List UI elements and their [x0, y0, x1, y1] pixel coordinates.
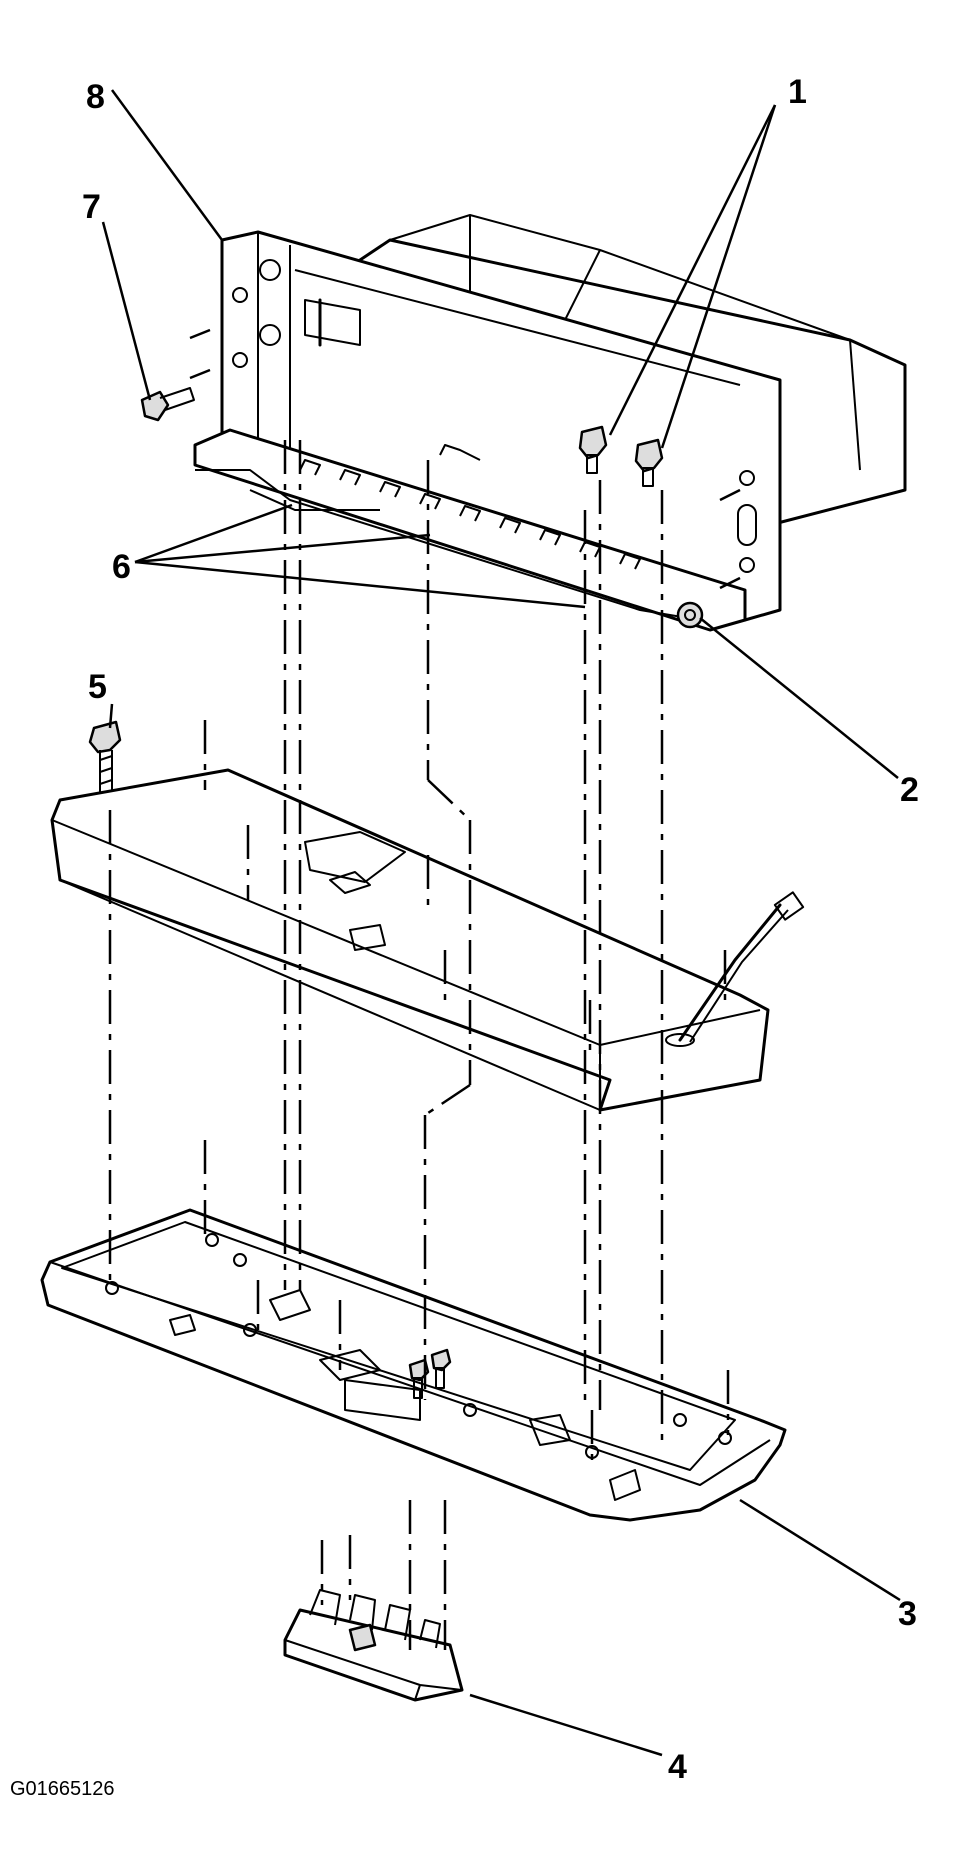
callout-3: 3: [898, 1595, 917, 1633]
part-6-gasket: [195, 469, 701, 621]
callout-2: 2: [900, 771, 919, 809]
leader-lines: [101, 89, 901, 1757]
part-5-bolt: [88, 720, 122, 801]
part-1-screws: [578, 425, 664, 487]
callout-7: 7: [82, 188, 101, 226]
tray-screws: [408, 1348, 452, 1399]
callout-1: 1: [788, 73, 807, 111]
part-2-nut: [676, 601, 704, 629]
part-8-housing: [193, 214, 907, 632]
callout-8: 8: [86, 78, 105, 116]
part-4-module: [283, 1589, 464, 1702]
figure-id: G01665126: [10, 1778, 115, 1800]
middle-panel: [50, 768, 805, 1112]
callout-4: 4: [668, 1748, 687, 1786]
part-7-screw: [140, 387, 195, 422]
callout-6: 6: [112, 548, 131, 586]
alignment-lines: [108, 328, 741, 1650]
callout-5: 5: [88, 668, 107, 706]
